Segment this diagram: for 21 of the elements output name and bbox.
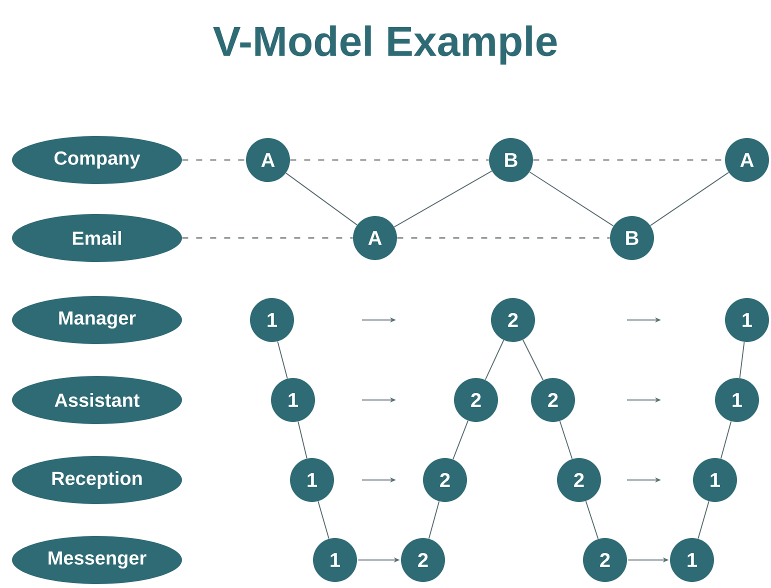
dashed-line (182, 159, 246, 161)
connector-line (318, 500, 330, 540)
connector-line (522, 339, 544, 381)
connector-line (739, 342, 745, 378)
connector-line (484, 340, 504, 380)
connector-line (559, 420, 573, 460)
connector-line (428, 500, 440, 540)
title: V-Model Example (213, 25, 557, 65)
connector-line (394, 170, 492, 228)
connector-line (698, 500, 710, 540)
connector-line (452, 420, 468, 460)
connector-line (277, 340, 288, 380)
connector-line (650, 172, 730, 226)
dashed-line (397, 237, 610, 239)
connector-line (585, 500, 599, 540)
dashed-line (182, 237, 353, 239)
dashed-line (290, 159, 489, 161)
connector-line (720, 420, 732, 460)
connector-line (285, 172, 358, 226)
connector-line (298, 421, 308, 459)
connector-line (529, 172, 614, 226)
